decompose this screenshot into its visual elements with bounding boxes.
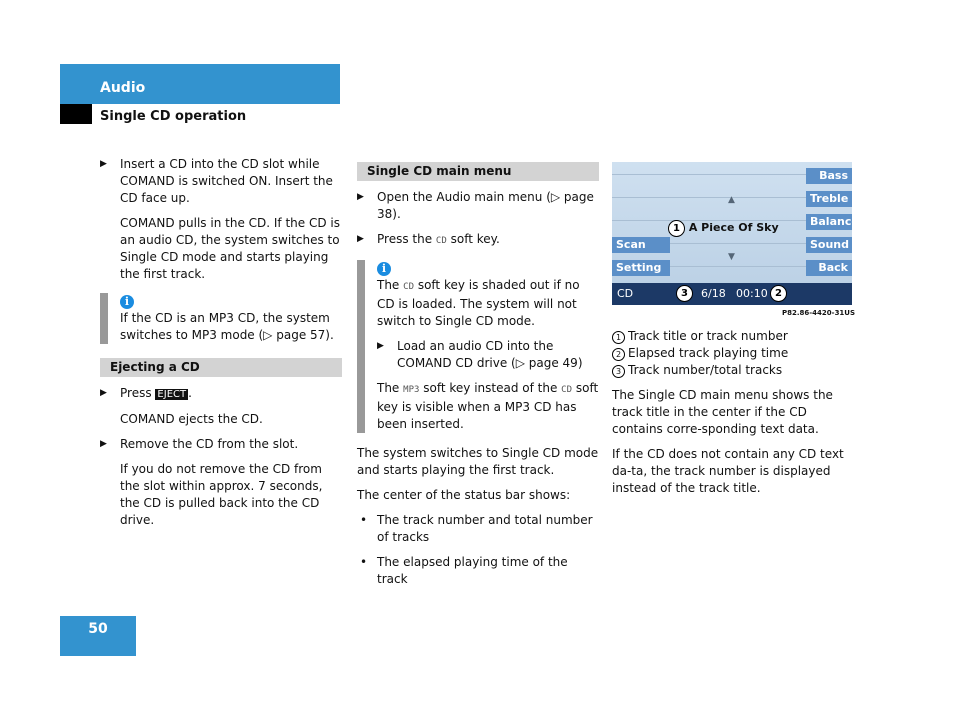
info-icon: i — [377, 262, 391, 276]
column-2: Single CD main menu Open the Audio main … — [357, 162, 599, 596]
step: Open the Audio main menu (▷ page 38). — [357, 189, 599, 223]
legend-number: 2 — [612, 348, 625, 361]
note-text: The MP3 soft key instead of the CD soft … — [377, 380, 599, 433]
legend-text: Elapsed track playing time — [628, 346, 789, 360]
page-number: 50 — [60, 616, 136, 656]
elapsed-time: 00:10 — [736, 287, 768, 300]
paragraph: The Single CD main menu shows the track … — [612, 388, 833, 436]
info-icon: i — [120, 295, 134, 309]
status-bar: CD 3 6/18 00:10 2 — [612, 283, 852, 305]
text: soft key is visible when a MP3 CD has be… — [377, 381, 599, 431]
step: Press EJECT. — [100, 385, 342, 403]
paragraph: If the CD does not contain any CD text d… — [612, 447, 844, 495]
figure-caption: P82.86-4420-31US — [782, 309, 856, 317]
header-marker — [60, 104, 92, 124]
paragraph: The system switches to Single CD mode an… — [357, 446, 599, 477]
text: The — [377, 381, 400, 395]
mp3-key-icon: MP3 — [403, 385, 420, 395]
callout-3: 3 — [676, 285, 693, 302]
subsection-title: Single CD operation — [100, 109, 247, 124]
step: Insert a CD into the CD slot while COMAN… — [100, 156, 342, 207]
section-header: Audio — [60, 64, 340, 104]
column-1: Insert a CD into the CD slot while COMAN… — [100, 156, 342, 537]
text: The — [377, 278, 400, 292]
step-result: If you do not remove the CD from the slo… — [120, 462, 323, 527]
cd-key-icon: CD — [435, 236, 447, 246]
callout-1: 1 — [668, 220, 685, 237]
eject-key-icon: EJECT — [155, 389, 189, 400]
text: soft key instead of the — [423, 381, 558, 395]
info-note: i If the CD is an MP3 CD, the system swi… — [100, 293, 342, 344]
mode-label: CD — [617, 287, 634, 300]
back-softkey: Back — [806, 260, 852, 276]
text: Press — [120, 386, 152, 400]
step: Press the CD soft key. — [357, 231, 599, 250]
step-result: COMAND ejects the CD. — [120, 412, 263, 426]
sound-softkey: Sound — [806, 237, 852, 253]
legend-text: Track number/total tracks — [628, 363, 783, 377]
page-number-text: 50 — [88, 621, 108, 637]
step: Remove the CD from the slot. — [100, 436, 342, 453]
step-result: COMAND pulls in the CD. If the CD is an … — [120, 216, 340, 281]
treble-softkey: Treble — [806, 191, 852, 207]
text: soft key is shaded out if no CD is loade… — [377, 278, 580, 328]
title-text: A Piece Of Sky — [688, 221, 779, 234]
up-arrow-icon: ▲ — [728, 195, 735, 205]
callout-2: 2 — [770, 285, 787, 302]
section-heading: Single CD main menu — [357, 162, 599, 181]
track-title: 1 A Piece Of Sky — [668, 220, 779, 237]
track-count: 6/18 — [701, 287, 726, 300]
text: Press the — [377, 232, 433, 246]
note-text: The CD soft key is shaded out if no CD i… — [377, 277, 599, 330]
legend-number: 3 — [612, 365, 625, 378]
cd-screen-illustration: Bass Treble Balance Sound Back Scan Sett… — [612, 162, 852, 305]
legend-number: 1 — [612, 331, 625, 344]
cd-key-icon: CD — [561, 385, 573, 395]
bullet: The elapsed playing time of the track — [357, 554, 599, 588]
text: soft key. — [450, 232, 500, 246]
paragraph: The center of the status bar shows: — [357, 488, 571, 502]
scan-softkey: Scan — [612, 237, 670, 253]
section-title: Audio — [100, 80, 146, 96]
note-text: If the CD is an MP3 CD, the system switc… — [120, 311, 334, 342]
section-heading: Ejecting a CD — [100, 358, 342, 377]
legend-text: Track title or track number — [628, 329, 788, 343]
balance-softkey: Balance — [806, 214, 852, 230]
bass-softkey: Bass — [806, 168, 852, 184]
step: Load an audio CD into the COMAND CD driv… — [377, 338, 599, 372]
text: . — [188, 386, 192, 400]
info-note: i The CD soft key is shaded out if no CD… — [357, 260, 599, 433]
setting-softkey: Setting — [612, 260, 670, 276]
down-arrow-icon: ▼ — [728, 252, 735, 262]
bullet: The track number and total number of tra… — [357, 512, 599, 546]
cd-key-icon: CD — [403, 282, 414, 292]
